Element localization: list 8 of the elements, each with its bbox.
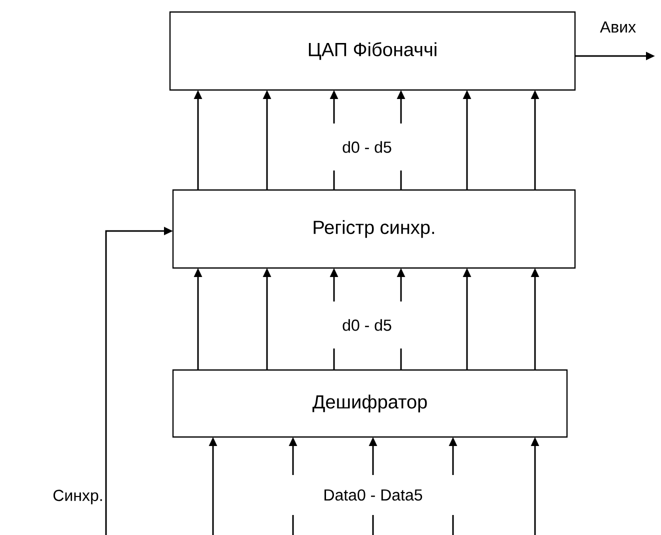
signal-label: Data0 - Data5	[287, 475, 459, 515]
signal-label: d0 - d5	[330, 302, 404, 348]
process-box: Регістр синхр.	[172, 189, 576, 269]
signal-label: Авих	[598, 20, 638, 34]
signal-label: Синхр.	[52, 488, 104, 506]
process-box: Дешифратор	[172, 369, 568, 438]
signal-label: d0 - d5	[330, 124, 404, 170]
process-box: ЦАП Фібоначчі	[169, 11, 576, 91]
